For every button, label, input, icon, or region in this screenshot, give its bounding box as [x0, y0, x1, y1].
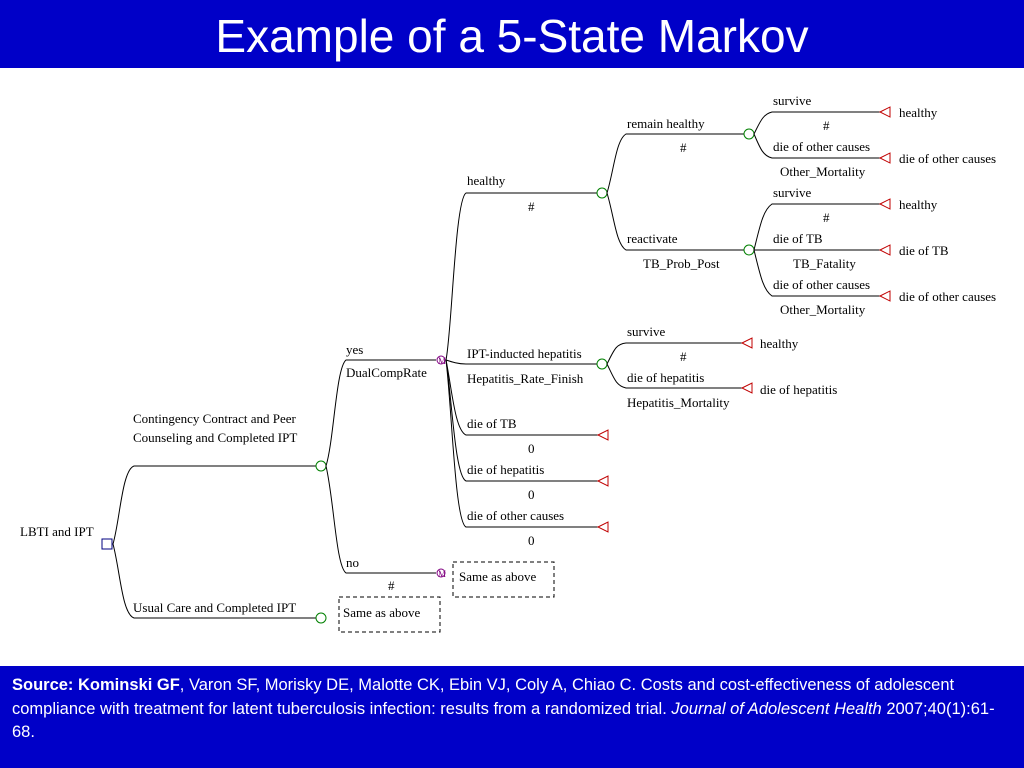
terminal-node-ih-die-hep[interactable]	[740, 382, 753, 394]
branch-prob-ih-survive: #	[680, 349, 687, 364]
page-title: Example of a 5-State Markov	[215, 10, 809, 62]
branch-prob-ra-die-other: Other_Mortality	[780, 302, 866, 317]
branch-line-ih-survive	[606, 342, 742, 365]
branch-label-rh-die-other: die of other causes	[773, 139, 870, 154]
state-label-ipt-hepatitis: IPT-inducted hepatitis	[467, 346, 582, 361]
terminal-node-ra-die-other[interactable]	[878, 290, 891, 302]
terminal-node-ra-die-tb[interactable]	[878, 244, 891, 256]
branch-label-yes: yes	[346, 342, 363, 357]
state-prob-ipt-hepatitis: Hepatitis_Rate_Finish	[467, 371, 584, 386]
root-label: LBTI and IPT	[20, 524, 94, 539]
terminal-label-ra-die-other: die of other causes	[899, 289, 996, 304]
svg-text:M: M	[438, 356, 446, 366]
state-label-die-tb: die of TB	[467, 416, 517, 431]
terminal-node-rh-die-other[interactable]	[878, 152, 891, 164]
ipt-hepatitis-branches	[606, 342, 742, 389]
branch-line-ra-die-other	[753, 249, 880, 297]
chance-node-usual-care[interactable]	[315, 612, 327, 624]
remain-healthy-branches	[753, 111, 880, 159]
terminal-label-ih-die-hep: die of hepatitis	[760, 382, 837, 397]
markov-state-branches	[445, 192, 598, 528]
branch-line-yes	[325, 359, 436, 467]
terminal-node-ih-healthy[interactable]	[740, 337, 753, 349]
yes-no-branches	[325, 359, 436, 574]
branch-label-no: no	[346, 555, 359, 570]
same-as-above-usual: Same as above	[343, 605, 420, 620]
branch-line-ih-die-hep	[606, 363, 742, 389]
chance-node-contingency[interactable]	[315, 460, 327, 472]
markov-node-yes[interactable]: M	[436, 355, 446, 366]
chance-node-ipt-hepatitis[interactable]	[596, 358, 608, 370]
reactivate-branches	[753, 203, 880, 297]
svg-text:M: M	[438, 569, 446, 579]
root-branches	[112, 465, 316, 619]
source-authors-title: , Varon SF, Morisky DE, Malotte CK, Ebin…	[12, 676, 955, 718]
branch-line-rh-die-other	[753, 133, 880, 159]
state-line-die-tb	[445, 359, 598, 436]
branch-line-contingency	[112, 465, 316, 545]
terminal-label-rh-die-other: die of other causes	[899, 151, 996, 166]
branch-prob-rh-die-other: Other_Mortality	[780, 164, 866, 179]
terminal-label-rh-healthy: healthy	[899, 105, 938, 120]
healthy-branches	[606, 133, 744, 251]
chance-node-healthy[interactable]	[596, 187, 608, 199]
branch-label-ra-survive: survive	[773, 185, 812, 200]
terminal-label-ih-healthy: healthy	[760, 336, 799, 351]
branch-prob-ih-die-hep: Hepatitis_Mortality	[627, 395, 730, 410]
branch-label-remain-healthy: remain healthy	[627, 116, 705, 131]
branch-label-reactivate: reactivate	[627, 231, 678, 246]
branch-line-rh-survive	[753, 111, 880, 135]
terminal-label-ra-die-tb: die of TB	[899, 243, 949, 258]
branch-line-reactivate	[606, 192, 744, 251]
branch-label-ra-die-other: die of other causes	[773, 277, 870, 292]
branch-prob-rh-survive: #	[823, 118, 830, 133]
source-citation: Source: Kominski GF, Varon SF, Morisky D…	[0, 666, 1024, 768]
same-as-above-box-usual	[338, 596, 441, 633]
branch-prob-ra-survive: #	[823, 210, 830, 225]
branch-prob-yes: DualCompRate	[346, 365, 427, 380]
branch-label-ra-die-tb: die of TB	[773, 231, 823, 246]
terminal-node-die-tb[interactable]	[596, 429, 609, 441]
chance-node-reactivate[interactable]	[743, 244, 755, 256]
branch-line-usual-care	[112, 543, 316, 619]
branch-label-rh-survive: survive	[773, 93, 812, 108]
terminal-label-ra-healthy: healthy	[899, 197, 938, 212]
state-prob-die-hepatitis: 0	[528, 487, 535, 502]
state-prob-die-other: 0	[528, 533, 535, 548]
branch-prob-remain-healthy: #	[680, 140, 687, 155]
state-line-ipt-hepatitis	[445, 359, 598, 365]
terminal-node-ra-healthy[interactable]	[878, 198, 891, 210]
chance-node-remain-healthy[interactable]	[743, 128, 755, 140]
branch-prob-no: #	[388, 578, 395, 593]
branch-prob-reactivate: TB_Prob_Post	[643, 256, 720, 271]
branch-label-contingency-2: Counseling and Completed IPT	[133, 430, 297, 445]
branch-prob-ra-die-tb: TB_Fatality	[793, 256, 856, 271]
branch-line-ra-survive	[753, 203, 880, 251]
branch-label-ih-survive: survive	[627, 324, 666, 339]
source-label: Source: Kominski GF	[12, 676, 180, 694]
branch-line-remain-healthy	[606, 133, 744, 194]
same-as-above-no: Same as above	[459, 569, 536, 584]
terminal-node-die-other[interactable]	[596, 521, 609, 533]
branch-label-contingency-1: Contingency Contract and Peer	[133, 411, 296, 426]
terminal-node-rh-healthy[interactable]	[878, 106, 891, 118]
branch-line-no	[325, 465, 436, 574]
markov-tree-diagram: LBTI and IPT Contingency Contract and Pe…	[20, 93, 996, 633]
branch-label-ih-die-hep: die of hepatitis	[627, 370, 704, 385]
state-line-die-other	[445, 359, 598, 528]
title-bar: Example of a 5-State Markov	[0, 0, 1024, 68]
state-label-die-hepatitis: die of hepatitis	[467, 462, 544, 477]
same-as-above-box-no	[452, 561, 555, 598]
state-label-die-other: die of other causes	[467, 508, 564, 523]
terminal-node-die-hepatitis[interactable]	[596, 475, 609, 487]
source-journal: Journal of Adolescent Health	[671, 699, 882, 718]
state-prob-die-tb: 0	[528, 441, 535, 456]
source-volume: 2007;40(1):61-68.	[12, 699, 995, 742]
state-line-healthy	[445, 192, 598, 361]
branch-label-usual-care: Usual Care and Completed IPT	[133, 600, 296, 615]
state-label-healthy: healthy	[467, 173, 506, 188]
decision-node[interactable]	[101, 538, 113, 550]
state-prob-healthy: #	[528, 199, 535, 214]
markov-node-no[interactable]: M	[436, 568, 446, 579]
